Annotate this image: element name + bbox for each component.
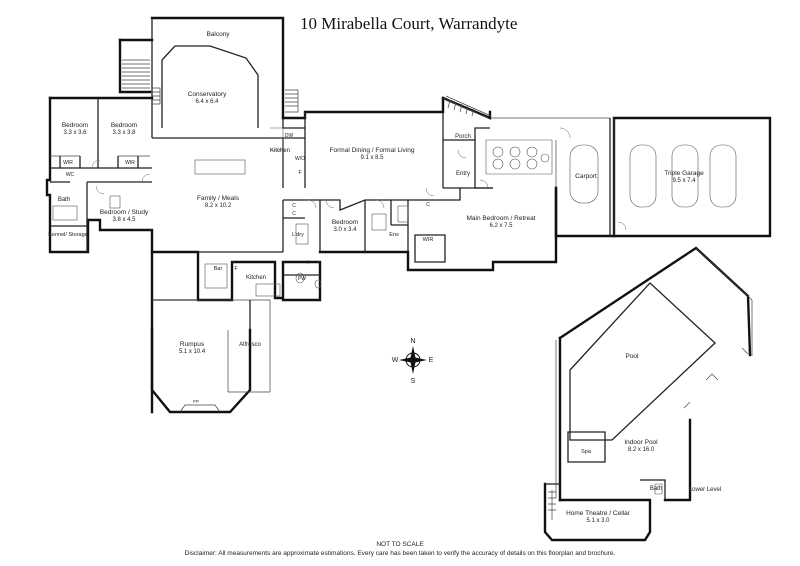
size-study: 3.8 x 4.5 [112, 217, 136, 223]
label-fridge: F [298, 170, 301, 176]
label-ens: Ens [389, 232, 399, 238]
label-spa: Spa [581, 449, 592, 455]
label-lower-level: Lower Level [689, 487, 721, 493]
label-family: Family / Meals [197, 195, 240, 202]
size-rumpus: 5.1 x 10.4 [179, 349, 206, 355]
label-wc: WC [66, 172, 75, 178]
main-house-outline [45, 16, 772, 414]
label-c-1: C [292, 203, 296, 209]
label-porch: Porch [455, 134, 471, 140]
label-kitchen-lower: Kitchen [246, 275, 266, 281]
label-bath-2: Bath [650, 486, 662, 492]
label-indoor-pool: Indoor Pool [624, 439, 658, 446]
size-family: 8.2 x 10.2 [205, 203, 232, 209]
label-bedroom-1: Bedroom [62, 122, 88, 129]
label-pool: Pool [625, 353, 639, 360]
label-conservatory: Conservatory [188, 91, 227, 98]
compass-e: E [429, 357, 434, 364]
fixtures [52, 127, 550, 297]
size-theatre: 5.1 x 3.0 [586, 518, 610, 524]
label-carport: Carport [575, 173, 597, 180]
label-dw: DW [285, 133, 294, 139]
label-alfresco: Alfresco [239, 342, 261, 348]
door-swings [91, 127, 627, 231]
label-theatre: Home Theatre / Cellar [566, 510, 631, 517]
label-formal: Formal Dining / Formal Living [330, 147, 415, 154]
label-c-2: C [292, 211, 296, 217]
compass-rose: N S E W [392, 338, 434, 385]
disclaimer: Disclaimer: All measurements are approxi… [184, 550, 616, 557]
label-study: Bedroom / Study [100, 209, 149, 216]
plan-title: 10 Mirabella Court, Warrandyte [300, 14, 518, 33]
label-kennel: Kennel/ Storage [48, 232, 87, 238]
size-bedroom-2: 3.3 x 3.8 [112, 130, 136, 136]
compass-n: N [410, 338, 415, 345]
label-bar: Bar [214, 266, 223, 272]
size-garage: 9.5 x 7.4 [672, 178, 696, 184]
label-wir-3: WIR [423, 237, 434, 243]
label-fp: FP [193, 399, 199, 404]
size-conservatory: 6.4 x 6.4 [195, 99, 219, 105]
scale-note: NOT TO SCALE [376, 541, 424, 548]
label-wir-2: WIR [125, 160, 135, 166]
label-wo: W/O [295, 156, 305, 162]
car-icons [569, 144, 737, 208]
compass-s: S [411, 378, 416, 385]
label-balcony: Balcony [206, 31, 230, 38]
label-bedroom-2: Bedroom [111, 122, 137, 129]
label-fridge-2: F [234, 266, 237, 272]
label-bedroom-3: Bedroom [332, 219, 358, 226]
size-bedroom-1: 3.3 x 3.6 [63, 130, 87, 136]
size-bedroom-3: 3.0 x 3.4 [333, 227, 357, 233]
size-main-bedroom: 6.2 x 7.5 [489, 223, 513, 229]
label-main-bedroom: Main Bedroom / Retreat [466, 215, 535, 222]
label-pwd: PW [298, 276, 306, 282]
label-rumpus: Rumpus [180, 341, 205, 348]
compass-w: W [392, 357, 399, 364]
stairs [122, 59, 475, 117]
label-c-3: C [426, 202, 430, 208]
label-ldry: L'dry [292, 232, 304, 238]
size-formal: 9.1 x 8.5 [360, 155, 384, 161]
label-garage: Triple Garage [664, 170, 704, 177]
label-entry: Entry [456, 171, 470, 177]
label-kitchen-upper: Kitchen [270, 148, 290, 154]
size-indoor-pool: 8.2 x 16.0 [628, 447, 655, 453]
label-bath-1: Bath [58, 197, 70, 203]
lower-level-outline [543, 246, 753, 542]
label-wir-1: WIR [63, 160, 73, 166]
room-labels: Balcony Conservatory 6.4 x 6.4 Bedroom 3… [48, 31, 721, 524]
